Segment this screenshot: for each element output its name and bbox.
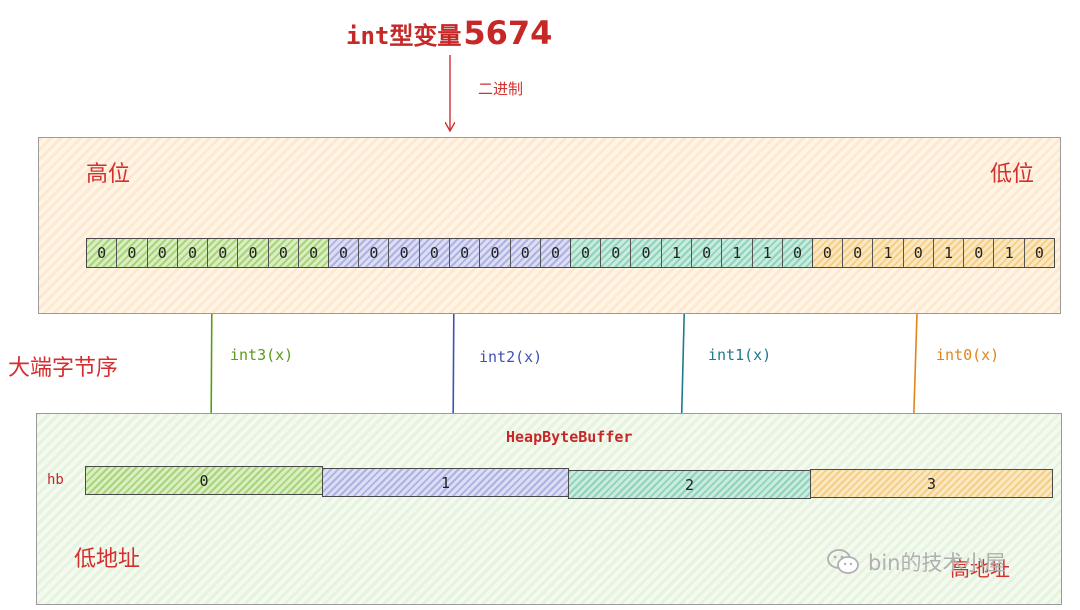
bit: 0 bbox=[813, 239, 844, 267]
bit: 0 bbox=[87, 239, 118, 267]
bit: 0 bbox=[208, 239, 239, 267]
bit: 0 bbox=[631, 239, 662, 267]
bit: 1 bbox=[722, 239, 753, 267]
int3-label: int3(x) bbox=[230, 346, 294, 364]
bit: 0 bbox=[269, 239, 299, 267]
int0-label: int0(x) bbox=[936, 346, 1000, 364]
bit: 0 bbox=[1034, 244, 1044, 262]
big-endian-label: 大端字节序 bbox=[8, 356, 119, 381]
bit: 0 bbox=[359, 239, 390, 267]
buffer-title: HeapByteBuffer bbox=[506, 428, 633, 446]
bit: 0 bbox=[480, 239, 511, 267]
byte-2: 0 0 0 0 0 0 0 0 bbox=[327, 238, 572, 268]
bit: 0 bbox=[692, 239, 723, 267]
bit: 0 bbox=[843, 239, 874, 267]
high-bit-label: 高位 bbox=[86, 162, 131, 187]
bit: 0 bbox=[904, 239, 934, 267]
buffer-cell-0: 0 bbox=[85, 466, 323, 495]
bit: 1 bbox=[662, 239, 692, 267]
bit: 0 bbox=[420, 239, 451, 267]
bit: 0 bbox=[117, 239, 148, 267]
wechat-icon bbox=[827, 549, 859, 574]
diagram-title: int型变量 5674 bbox=[346, 14, 552, 54]
bit: 1 bbox=[994, 239, 1025, 267]
byte-3: 0 0 0 0 0 0 0 0 bbox=[86, 238, 330, 268]
high-address-label: 高地址 bbox=[950, 557, 1010, 581]
hb-pointer-label: hb bbox=[47, 472, 64, 488]
bit: 0 bbox=[309, 244, 319, 262]
bit: 1 bbox=[753, 239, 783, 267]
watermark-text: bin的技术小屋 bbox=[868, 551, 1006, 575]
bit: 0 bbox=[571, 239, 602, 267]
buffer-cell-3: 3 bbox=[810, 469, 1053, 498]
bit: 0 bbox=[329, 239, 360, 267]
bit: 0 bbox=[511, 239, 541, 267]
low-bit-label: 低位 bbox=[990, 162, 1035, 187]
bit: 0 bbox=[551, 244, 561, 262]
bit-panel bbox=[38, 137, 1061, 314]
bit: 1 bbox=[934, 239, 965, 267]
buffer-panel bbox=[36, 413, 1062, 605]
byte-1: 0 0 0 1 0 1 1 0 bbox=[569, 238, 814, 268]
low-address-label: 低地址 bbox=[74, 547, 141, 572]
bits-row: 0 0 0 0 0 0 0 0 0 0 0 0 0 0 0 0 0 0 0 1 … bbox=[86, 238, 1055, 268]
int2-label: int2(x) bbox=[479, 348, 543, 366]
watermark: bin的技术小屋 bbox=[826, 545, 1005, 579]
byte-0: 0 0 1 0 1 0 1 0 bbox=[811, 238, 1055, 268]
bit: 0 bbox=[389, 239, 420, 267]
title-number: 5674 bbox=[463, 14, 553, 52]
bit: 0 bbox=[238, 239, 269, 267]
title-prefix: int型变量 bbox=[346, 22, 462, 50]
bit: 0 bbox=[792, 244, 802, 262]
bit: 0 bbox=[601, 239, 632, 267]
buffer-cell-2: 2 bbox=[568, 470, 811, 499]
bit: 0 bbox=[450, 239, 481, 267]
bit: 0 bbox=[178, 239, 209, 267]
buffer-cell-1: 1 bbox=[322, 468, 569, 497]
binary-label: 二进制 bbox=[478, 80, 524, 98]
bit: 0 bbox=[148, 239, 178, 267]
bit: 1 bbox=[873, 239, 904, 267]
bit: 0 bbox=[964, 239, 995, 267]
int1-label: int1(x) bbox=[708, 346, 772, 364]
